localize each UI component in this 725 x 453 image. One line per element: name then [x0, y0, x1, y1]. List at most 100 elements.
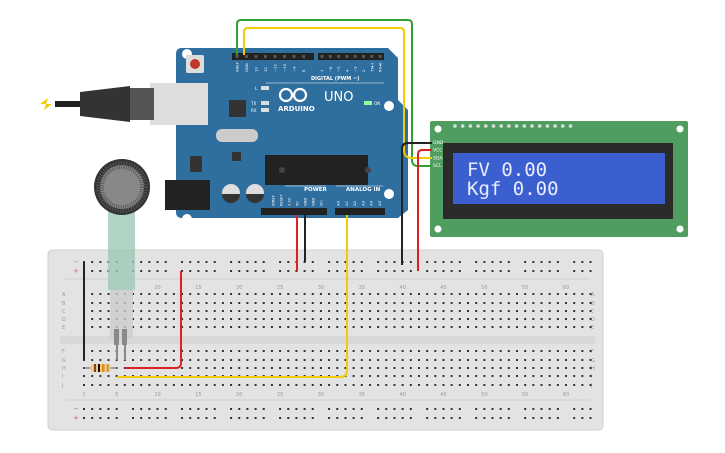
resistor[interactable] [84, 364, 117, 372]
arduino-logo: ARDUINO [278, 105, 315, 113]
on-led [364, 101, 372, 105]
digital-pin-label: ~11 [273, 63, 278, 72]
row-letter: A [62, 292, 66, 298]
lcd-pin-label: SDA [433, 155, 443, 161]
column-number: 45 [440, 285, 446, 291]
row-letter: H [591, 366, 595, 372]
row-letter: C [62, 309, 66, 315]
column-number: 50 [481, 392, 487, 398]
on-label: ON [374, 101, 380, 106]
digital-pin-label: 4 [344, 69, 349, 72]
column-number: 40 [399, 285, 405, 291]
power-pin-label: IOREF [272, 195, 276, 206]
power-pin-label: GND [312, 198, 316, 206]
crystal [216, 129, 258, 142]
power-pin-label: 5V [296, 201, 300, 206]
digital-pin-label: ~9 [292, 66, 297, 72]
column-number: 30 [318, 392, 324, 398]
column-number: 35 [359, 392, 365, 398]
digital-pin-label: ~6 [328, 66, 333, 72]
digital-pin-label: ~10 [282, 63, 287, 72]
lcd-screen [453, 153, 665, 204]
lcd-line-2: Kgf 0.00 [467, 178, 559, 200]
digital-pin-label: 13 [254, 67, 259, 72]
wire-red-sensor[interactable] [125, 271, 182, 369]
wire-black-lcd-gnd[interactable] [401, 142, 432, 265]
column-number: 1 [82, 392, 85, 398]
row-letter: E [62, 325, 65, 331]
led-label-l: L [255, 86, 258, 91]
column-number: 15 [195, 392, 201, 398]
digital-pin-label: AREF [235, 62, 240, 72]
digital-pin-label: 7 [320, 69, 325, 72]
row-letter: G [591, 358, 595, 364]
column-number: 50 [481, 285, 487, 291]
power-jack [165, 180, 210, 210]
column-number: 60 [563, 392, 569, 398]
wire-green-scl[interactable] [236, 19, 432, 167]
row-letter: D [62, 317, 66, 323]
digital-pin-label: ~3 [353, 66, 358, 72]
analog-pin-label: A1 [344, 200, 349, 206]
digital-pin-label: 2 [361, 69, 366, 72]
rail-minus-label: − [73, 405, 79, 413]
power-label: POWER [304, 187, 328, 193]
rail-plus-label: + [73, 414, 79, 422]
row-letter: I [62, 374, 63, 380]
lcd-pin-label: VCC [433, 148, 442, 154]
row-letter: B [591, 301, 595, 307]
wire-yellow-sda[interactable] [243, 27, 432, 159]
rail-plus-label: + [73, 267, 79, 275]
force-sensor[interactable] [94, 159, 150, 360]
led-label-rx: RX [251, 108, 257, 113]
lcd-pin-label: GND [433, 140, 444, 146]
column-number: 20 [236, 392, 242, 398]
lcd-line-1: FV 0.00 [467, 159, 547, 181]
analog-header [335, 208, 385, 215]
digital-pin-label: 8 [301, 69, 306, 72]
digital-pin-label: 12 [263, 67, 268, 72]
column-number: 25 [277, 285, 283, 291]
digital-header-right [318, 53, 384, 60]
column-number: 30 [318, 285, 324, 291]
row-letter: G [62, 358, 66, 364]
column-number: 25 [277, 392, 283, 398]
usb-chip [229, 100, 246, 117]
power-header [261, 208, 327, 215]
analog-pin-label: A5 [377, 200, 382, 206]
row-letter: J [590, 383, 592, 389]
column-number: 5 [115, 392, 118, 398]
digital-pin-label: TX▸1 [369, 62, 374, 73]
column-number: 60 [563, 285, 569, 291]
column-number: 45 [440, 392, 446, 398]
power-pin-label: GND [304, 198, 308, 206]
lightning-icon [40, 98, 52, 110]
digital-pin-label: GND [244, 63, 249, 72]
usb-cable[interactable] [40, 83, 208, 125]
row-letter: A [591, 292, 595, 298]
lcd-pin-label: SCL [433, 163, 442, 169]
analog-pin-label: A4 [369, 200, 374, 206]
column-number: 10 [154, 285, 160, 291]
column-number: 40 [399, 392, 405, 398]
column-number: 55 [522, 392, 528, 398]
column-number: 55 [522, 285, 528, 291]
analog-label: ANALOG IN [346, 187, 381, 193]
wire-red-lcd-vcc[interactable] [417, 149, 432, 271]
row-letter: E [591, 325, 594, 331]
arduino-model: UNO [324, 90, 353, 105]
row-letter: F [62, 349, 65, 355]
row-letter: I [591, 374, 592, 380]
wire-yellow-a1[interactable] [117, 215, 348, 378]
row-letter: B [62, 301, 66, 307]
infinity-logo-icon [278, 87, 308, 103]
row-letter: C [591, 309, 595, 315]
power-pin-label: Vin [320, 200, 324, 206]
row-letter: F [591, 349, 594, 355]
digital-pin-label: ~5 [336, 66, 341, 72]
power-pin-label: RESET [280, 194, 284, 206]
